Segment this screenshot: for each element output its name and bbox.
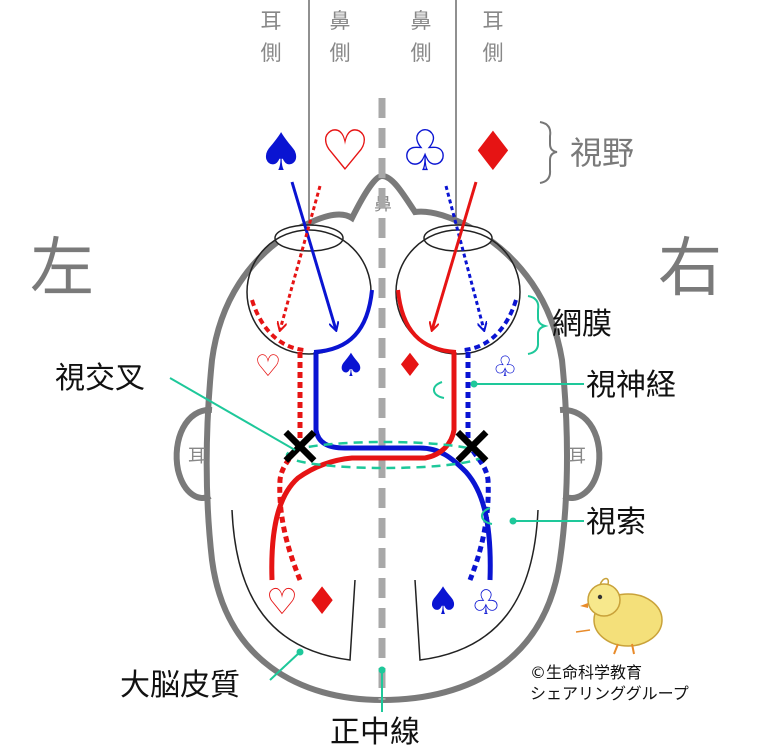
head-outline: [203, 172, 570, 704]
visual-field-label: 視野: [570, 134, 634, 172]
copyright-line-2: シェアリンググループ: [530, 684, 689, 703]
left-side-label: 左: [30, 232, 94, 306]
diamond-cortex: ♦: [305, 579, 339, 623]
column-char: 側: [261, 41, 282, 65]
column-char: 耳: [483, 9, 504, 33]
cerebral-cortex-leader: [269, 651, 301, 681]
optic-chiasm-label: 視交叉: [55, 361, 145, 396]
copyright-line-1: ©生命科学教育: [530, 663, 642, 682]
ray-diamond: [432, 181, 478, 330]
column-char: 側: [411, 41, 432, 65]
optic-tract-hook: [481, 507, 493, 525]
visual-field-brace: [539, 121, 558, 184]
cross-mark-left: ×: [277, 413, 324, 478]
ray-club: [444, 185, 484, 330]
retina-brace: [527, 295, 549, 355]
column-header-nose-left: 鼻 側: [330, 9, 351, 65]
optic-nerve-hook: [433, 381, 445, 399]
optic-tract-label: 視索: [586, 505, 646, 540]
spade-cortex: ♠: [426, 579, 460, 623]
midline-leader-dot: [378, 666, 386, 674]
optic-chiasm-leader: [169, 377, 296, 451]
midline-label: 正中線: [330, 715, 420, 750]
heart-retina: ♡: [255, 349, 282, 384]
column-char: 鼻: [330, 9, 351, 33]
heart-visual-field: ♡: [320, 119, 370, 184]
nerve-right-blue: [465, 352, 491, 581]
club-cortex: ♧: [471, 583, 501, 623]
cross-mark-right: ×: [449, 413, 496, 478]
ray-heart: [280, 185, 322, 330]
ear-right-label: 耳: [568, 446, 586, 467]
column-char: 側: [483, 41, 504, 65]
ray-spade: [290, 181, 336, 330]
retina-right-red: [396, 289, 457, 354]
column-char: 耳: [261, 9, 282, 33]
nerve-right-red: [269, 352, 457, 581]
column-char: 鼻: [411, 9, 432, 33]
retina-right-blue: [463, 299, 518, 352]
nerve-left-red: [277, 352, 303, 581]
optic-nerve-label: 視神経: [586, 368, 676, 403]
right-side-label: 右: [658, 232, 722, 306]
chick-illustration: [575, 577, 663, 655]
club-visual-field: ♧: [400, 119, 450, 184]
spade-retina: ♠: [337, 346, 366, 384]
retina-left-blue: [313, 289, 374, 354]
club-retina: ♧: [492, 350, 517, 383]
optic-chiasm-outline: [285, 440, 485, 470]
ear-right-shape: [559, 406, 603, 501]
cortex-inner-left: [231, 509, 356, 661]
retina-label: 網膜: [552, 307, 612, 342]
ear-left-label: 耳: [188, 446, 206, 467]
diamond-visual-field: ♦: [469, 120, 517, 183]
cerebral-cortex-label: 大脳皮質: [120, 668, 240, 703]
column-header-nose-right: 鼻 側: [411, 9, 432, 65]
optic-nerve-leader-dot: [470, 380, 478, 388]
spade-visual-field: ♠: [258, 123, 305, 183]
nerve-left-blue: [313, 352, 493, 581]
optic-tract-leader-dot: [509, 517, 517, 525]
diamond-retina: ♦: [396, 346, 425, 384]
retina-left-red: [250, 299, 305, 352]
ear-left-shape: [173, 406, 213, 501]
heart-cortex: ♡: [266, 582, 298, 623]
column-header-ear-right: 耳 側: [483, 9, 504, 65]
cortex-inner-right: [414, 509, 539, 661]
column-char: 側: [330, 41, 351, 65]
cerebral-cortex-leader-dot: [296, 648, 304, 656]
column-header-ear-left: 耳 側: [261, 9, 282, 65]
